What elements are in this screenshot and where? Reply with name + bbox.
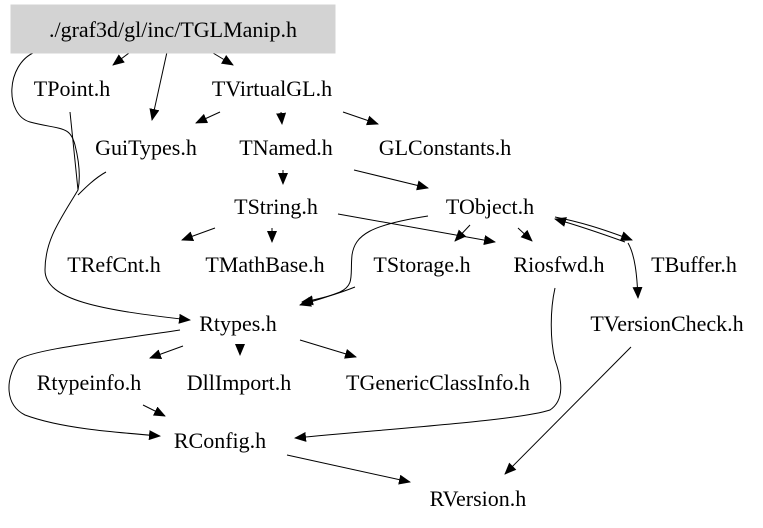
- edge-root-tvirtualgl: [212, 52, 234, 66]
- node-dllimport[interactable]: DllImport.h: [187, 370, 292, 395]
- edge-tobject-riosfwd: [517, 227, 533, 242]
- edge-rtypeinfo-rconfig: [142, 404, 166, 417]
- edge-tobject-tbuffer: [554, 216, 633, 241]
- edge-tversioncheck-rversion: [504, 346, 632, 475]
- node-glconstants[interactable]: GLConstants.h: [379, 135, 512, 160]
- edge-tvirtualgl-tnamed: [276, 111, 287, 125]
- edges: [8, 49, 643, 485]
- edge-tbuffer-tobject: [554, 217, 626, 243]
- node-tstring[interactable]: TString.h: [234, 194, 318, 219]
- node-label-root: ./graf3d/gl/inc/TGLManip.h: [49, 17, 297, 42]
- node-tversioncheck[interactable]: TVersionCheck.h: [590, 311, 743, 336]
- edge-guitypes-rtypes: [77, 171, 107, 196]
- edge-tvirtualgl-glconstants: [342, 111, 379, 126]
- edge-tvirtualgl-guitypes: [195, 111, 221, 124]
- node-rconfig[interactable]: RConfig.h: [174, 428, 266, 453]
- node-tvirtualgl[interactable]: TVirtualGL.h: [212, 76, 332, 101]
- root-node-box: [10, 4, 336, 54]
- node-rtypes[interactable]: Rtypes.h: [199, 311, 277, 336]
- node-tobject[interactable]: TObject.h: [446, 194, 534, 219]
- nodes: ./graf3d/gl/inc/TGLManip.h TPoint.h TVir…: [10, 4, 744, 511]
- node-tpoint[interactable]: TPoint.h: [34, 76, 110, 101]
- edge-tstring-riosfwd: [337, 213, 496, 245]
- edge-tobject-tstorage: [454, 224, 471, 242]
- edge-tnamed-tobject: [353, 169, 429, 191]
- edge-root-guitypes: [149, 51, 168, 121]
- node-riosfwd[interactable]: Riosfwd.h: [513, 252, 604, 277]
- node-rtypeinfo[interactable]: Rtypeinfo.h: [37, 370, 142, 395]
- edge-tpoint-rtypes: [69, 111, 79, 191]
- edge-tobject-rtypes: [299, 215, 429, 307]
- node-root[interactable]: ./graf3d/gl/inc/TGLManip.h: [10, 4, 336, 54]
- node-rversion[interactable]: RVersion.h: [430, 486, 527, 511]
- edge-tstring-trefcnt: [181, 227, 216, 241]
- edge-rtypes-rtypeinfo: [149, 345, 184, 359]
- node-tgenericclassinfo[interactable]: TGenericClassInfo.h: [346, 370, 530, 395]
- edge-tstorage-rtypes: [301, 286, 356, 306]
- node-tbuffer[interactable]: TBuffer.h: [651, 252, 737, 277]
- edge-rtypes-tgenericclassinfo: [299, 339, 357, 359]
- node-guitypes[interactable]: GuiTypes.h: [95, 135, 197, 160]
- node-tstorage[interactable]: TStorage.h: [373, 252, 470, 277]
- edge-root-rtypes: [11, 51, 191, 324]
- edge-riosfwd-rconfig: [294, 287, 562, 442]
- node-trefcnt[interactable]: TRefCnt.h: [67, 252, 161, 277]
- edge-rconfig-rversion: [286, 454, 411, 485]
- node-tnamed[interactable]: TNamed.h: [239, 135, 332, 160]
- node-tmathbase[interactable]: TMathBase.h: [205, 252, 324, 277]
- edge-tobject-tversioncheck: [627, 242, 643, 299]
- edge-rtypes-rconfig: [8, 329, 181, 441]
